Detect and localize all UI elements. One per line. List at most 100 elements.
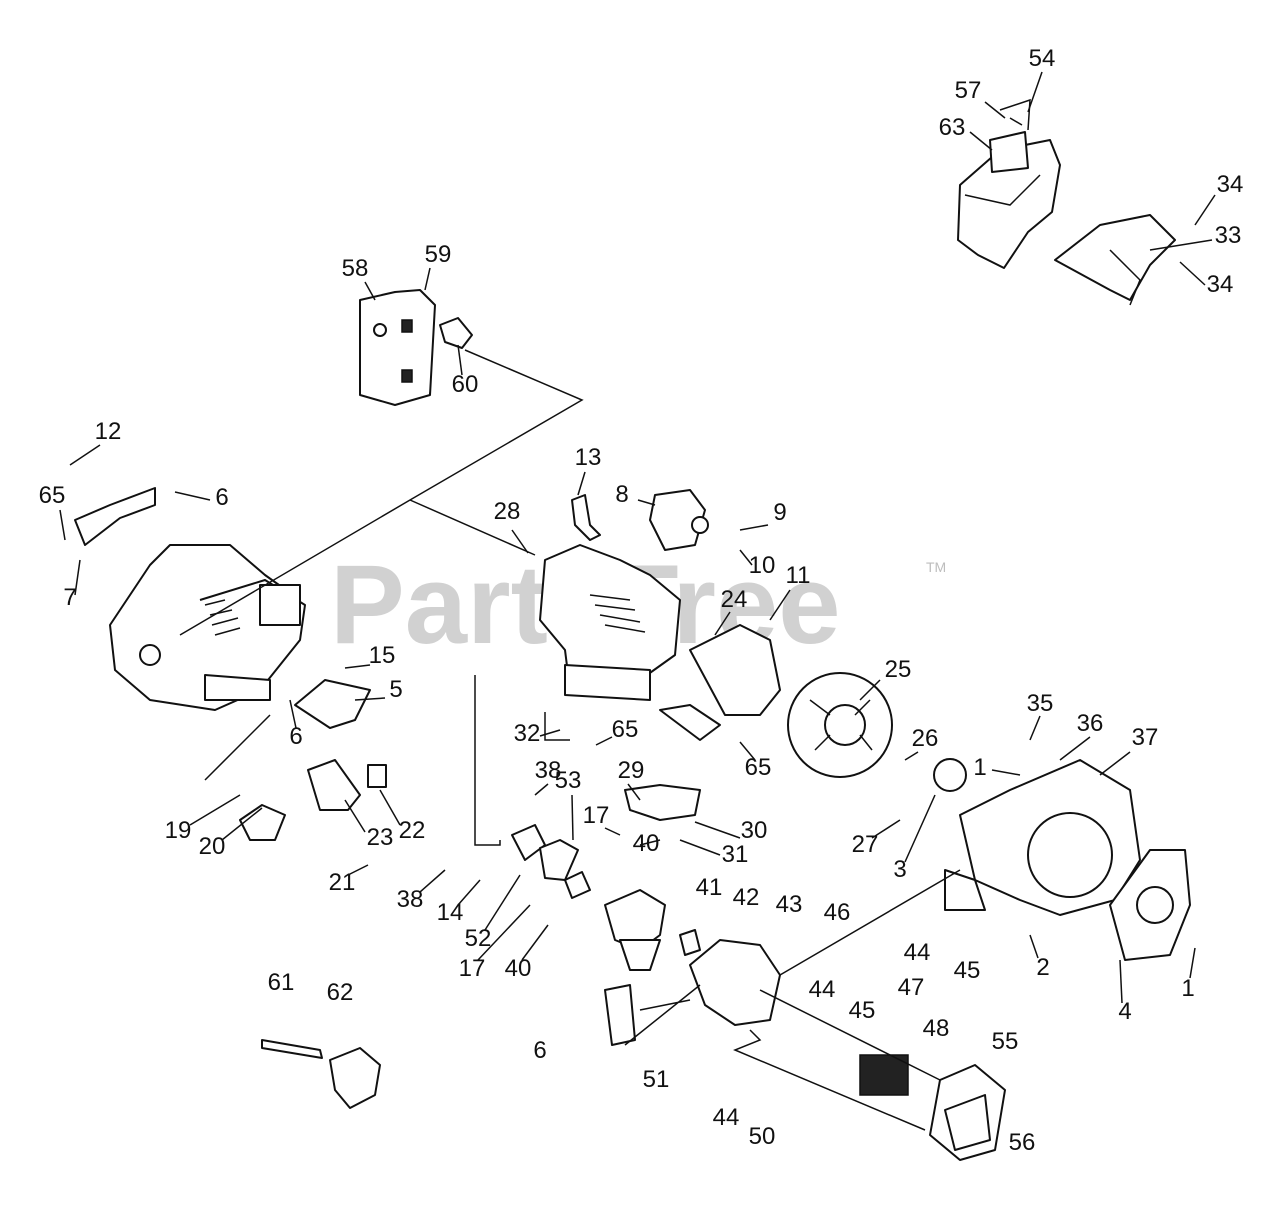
carburetor-61-62: [261, 1039, 381, 1109]
callout-62: 62: [327, 979, 354, 1006]
callout-44: 44: [904, 939, 931, 966]
callout-leader-line: [639, 839, 661, 846]
callout-leader-line: [1119, 959, 1123, 1004]
callout-53: 53: [555, 767, 582, 794]
callout-leader-line: [1027, 71, 1043, 113]
callout-4: 4: [1118, 998, 1131, 1025]
bracket-12: [74, 487, 156, 546]
callout-15: 15: [369, 642, 396, 669]
callout-8: 8: [615, 481, 628, 508]
callout-leader-line: [991, 769, 1021, 776]
callout-6: 6: [215, 484, 228, 511]
callout-43: 43: [776, 891, 803, 918]
callout-leader-line: [534, 783, 549, 796]
callout-leader-line: [871, 819, 901, 839]
callout-leader-line: [1149, 239, 1213, 251]
callout-leader-line: [539, 729, 561, 737]
callout-22: 22: [399, 817, 426, 844]
callout-6: 6: [533, 1037, 546, 1064]
callout-17: 17: [459, 955, 486, 982]
callout-12: 12: [95, 418, 122, 445]
callout-leader-line: [739, 549, 753, 566]
callout-leader-line: [571, 794, 574, 841]
crankcase-engine-block: [109, 544, 306, 711]
callout-leader-line: [1194, 194, 1216, 226]
callout-20: 20: [199, 833, 226, 860]
callout-leader-line: [477, 904, 531, 961]
callout-34: 34: [1217, 171, 1244, 198]
callout-58: 58: [342, 255, 369, 282]
callout-44: 44: [809, 976, 836, 1003]
callout-52: 52: [465, 925, 492, 952]
callout-17: 17: [583, 802, 610, 829]
callout-51: 51: [643, 1066, 670, 1093]
callout-37: 37: [1132, 724, 1159, 751]
callout-56: 56: [1009, 1129, 1036, 1156]
callout-leader-line: [174, 491, 211, 501]
callout-27: 27: [852, 831, 879, 858]
muffler-43: [689, 939, 781, 1026]
callout-45: 45: [849, 997, 876, 1024]
callout-leader-line: [74, 559, 81, 596]
callout-60: 60: [452, 371, 479, 398]
callout-leader-line: [379, 789, 401, 826]
callout-leader-line: [694, 821, 741, 839]
callout-6: 6: [289, 723, 302, 750]
callout-31: 31: [722, 841, 749, 868]
callout-leader-line: [59, 509, 66, 541]
callout-3: 3: [893, 856, 906, 883]
callout-11: 11: [786, 562, 811, 589]
callout-1: 1: [1181, 975, 1194, 1002]
callout-10: 10: [749, 552, 776, 579]
callout-55: 55: [992, 1028, 1019, 1055]
carburetor-group: [511, 824, 701, 971]
callout-32: 32: [514, 720, 541, 747]
callout-57: 57: [955, 77, 982, 104]
callout-1: 1: [973, 754, 986, 781]
callout-leader-line: [521, 924, 549, 961]
callout-30: 30: [741, 817, 768, 844]
callout-leader-layer: [59, 71, 1216, 1004]
callout-leader-line: [969, 131, 993, 151]
callout-leader-line: [1029, 715, 1041, 741]
callout-35: 35: [1027, 690, 1054, 717]
reference-line-lower: [204, 714, 961, 1131]
callout-leader-line: [637, 499, 656, 506]
callout-leader-line: [69, 444, 101, 466]
callout-42: 42: [733, 884, 760, 911]
callout-leader-line: [354, 697, 386, 701]
callout-45: 45: [954, 957, 981, 984]
spark-arrestor-48: [859, 1054, 909, 1096]
blower-housing-upper: [957, 98, 1061, 269]
callout-54: 54: [1029, 45, 1056, 72]
callout-leader-line: [457, 344, 463, 376]
callout-19: 19: [165, 817, 192, 844]
callout-34: 34: [1207, 271, 1234, 298]
blower-housing-37: [944, 759, 1141, 916]
shield-5: [294, 679, 371, 729]
callout-9: 9: [773, 499, 786, 526]
callout-63: 63: [939, 114, 966, 141]
callout-leader-line: [604, 827, 621, 836]
callout-leader-line: [904, 751, 919, 761]
callout-46: 46: [824, 899, 851, 926]
callout-36: 36: [1077, 710, 1104, 737]
callout-38: 38: [397, 886, 424, 913]
callout-leader-line: [595, 736, 613, 746]
callout-65: 65: [39, 482, 66, 509]
callout-leader-line: [221, 807, 263, 841]
muffler-bracket-51: [604, 984, 636, 1046]
callout-leader-line: [364, 281, 376, 301]
callout-leader-line: [1179, 261, 1206, 286]
callout-59: 59: [425, 241, 452, 268]
muffler-guard-55: [929, 1064, 1006, 1161]
cylinder-head-assembly: [539, 544, 681, 701]
baffle-24: [659, 624, 781, 741]
callout-leader-line: [1189, 947, 1196, 979]
callout-40: 40: [505, 955, 532, 982]
callout-24: 24: [721, 586, 748, 613]
callout-38: 38: [535, 757, 562, 784]
